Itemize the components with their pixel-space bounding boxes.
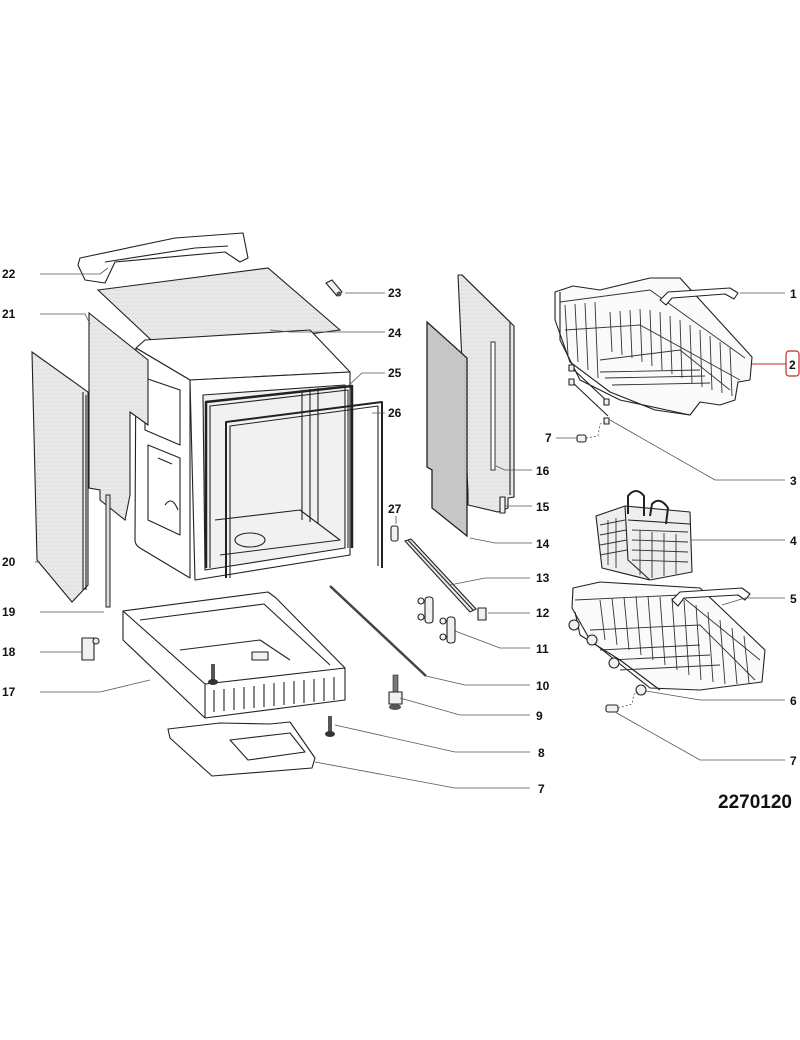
label-14: 13 <box>536 571 550 585</box>
part-12-hinge-bracket[interactable] <box>417 596 456 644</box>
part-labels: 22 21 20 19 18 17 23 24 25 26 27 16 15 1… <box>2 267 800 796</box>
label-13: 12 <box>536 606 550 620</box>
part-6-lower-basket-wheel[interactable] <box>568 619 647 696</box>
part-8-base-cover[interactable] <box>167 721 316 777</box>
label-7-upper: 7 <box>545 431 552 445</box>
label-28: 27 <box>388 502 402 516</box>
part-1-upper-basket-handle[interactable] <box>659 287 739 306</box>
label-5: 5 <box>790 592 797 606</box>
leader-lines <box>35 267 786 789</box>
part-28-small-clip[interactable] <box>390 525 399 542</box>
part-20-left-strip[interactable] <box>105 494 111 608</box>
label-12: 11 <box>536 642 549 656</box>
part-15-right-insulation-panel[interactable] <box>426 320 468 538</box>
label-4: 4 <box>790 534 797 548</box>
lower-basket-tines <box>599 595 750 685</box>
label-27: 26 <box>388 406 402 420</box>
part-16-right-side-bracket[interactable] <box>499 496 506 514</box>
lower-basket-handle <box>671 587 751 607</box>
part-26-tub-gasket[interactable] <box>204 384 354 568</box>
upper-basket-tines <box>564 301 733 397</box>
part-5-lower-basket[interactable] <box>571 581 766 691</box>
part-7-upper-wheel-axle[interactable] <box>576 421 607 443</box>
part-22-left-insulation-panel[interactable] <box>88 311 149 521</box>
label-20: 19 <box>2 605 16 619</box>
tub-cabinet[interactable] <box>134 329 351 581</box>
label-7-lower: 7 <box>790 754 797 768</box>
label-26: 25 <box>388 366 402 380</box>
part-11-rod[interactable] <box>329 585 427 677</box>
label-23: 22 <box>2 267 16 281</box>
part-21-left-side-panel[interactable] <box>31 350 89 603</box>
label-1: 1 <box>790 287 797 301</box>
label-24: 23 <box>388 286 402 300</box>
label-25: 24 <box>388 326 402 340</box>
part-2-upper-basket[interactable] <box>554 277 753 416</box>
label-8: 7 <box>538 782 545 796</box>
label-21: 20 <box>2 555 16 569</box>
label-11: 10 <box>536 679 550 693</box>
part-17-right-side-panel[interactable] <box>457 274 515 513</box>
part-3-upper-basket-rail-wheel-kit[interactable] <box>568 364 610 425</box>
label-3: 3 <box>790 474 797 488</box>
label-10: 9 <box>536 709 543 723</box>
label-2: 2 <box>789 358 796 372</box>
part-18-base-tray[interactable] <box>122 591 346 719</box>
part-27-door-gasket[interactable] <box>225 401 383 578</box>
part-10-adjustable-foot[interactable] <box>388 674 403 710</box>
part-14-door-seal-bottom[interactable] <box>404 538 477 613</box>
label-18: 17 <box>2 685 16 699</box>
label-6: 6 <box>790 694 797 708</box>
diagram-code: 2270120 <box>718 792 792 813</box>
part-7-lower-wheel-axle[interactable] <box>605 691 639 713</box>
label-16: 15 <box>536 500 550 514</box>
part-24-clip[interactable] <box>325 279 343 297</box>
label-15: 14 <box>536 537 550 551</box>
highlight-box-part-2 <box>785 350 800 377</box>
label-17: 16 <box>536 464 550 478</box>
label-9: 8 <box>538 746 545 760</box>
label-22: 21 <box>2 307 16 321</box>
part-19-valve[interactable] <box>81 637 100 661</box>
part-13-end-cap[interactable] <box>477 607 487 621</box>
part-4-cutlery-basket[interactable] <box>595 490 693 581</box>
label-19: 18 <box>2 645 16 659</box>
part-23-top-handle-trim[interactable] <box>77 232 249 284</box>
